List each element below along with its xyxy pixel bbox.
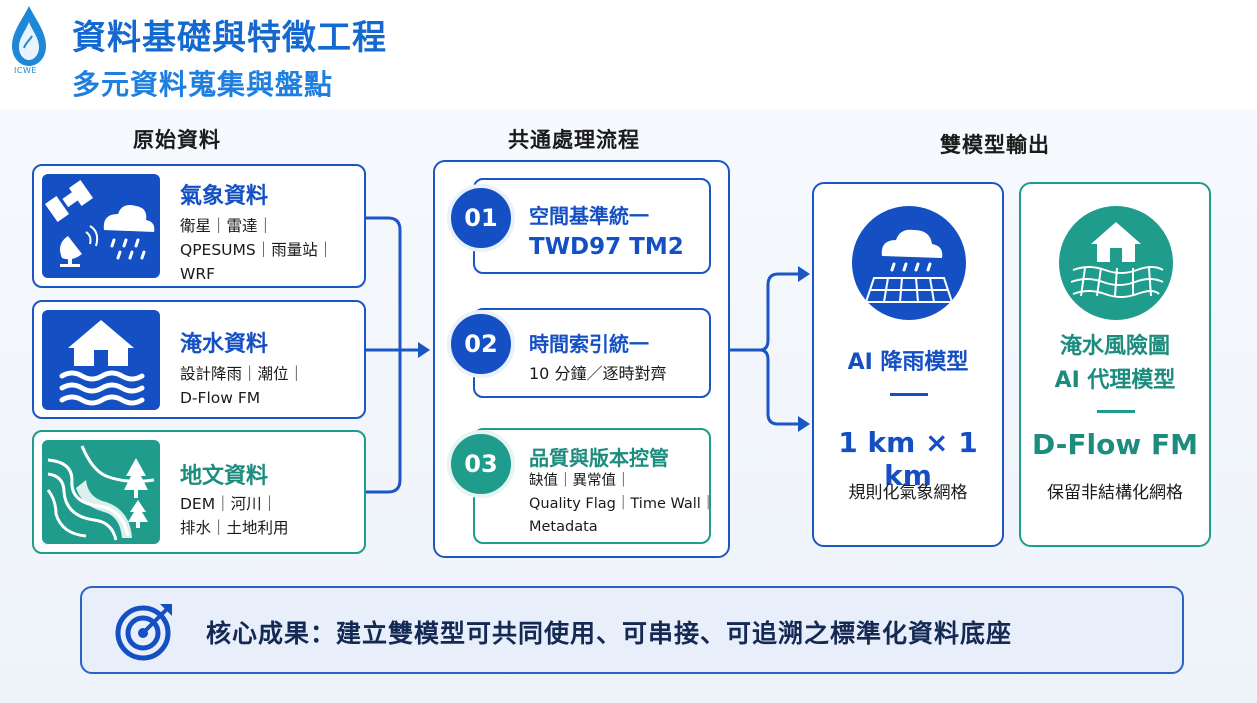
satellite-cloud-icon — [42, 174, 160, 278]
step-title: 空間基準統一 — [529, 204, 649, 228]
source-line: QPESUMS｜雨量站｜ — [180, 241, 334, 259]
output-title: AI 降雨模型 — [847, 350, 969, 375]
step-line: Quality Flag｜Time Wall｜ — [529, 496, 716, 512]
source-description: 設計降雨｜潮位｜ D-Flow FM — [180, 362, 304, 410]
output-resolution: 1 km × 1 km — [838, 426, 978, 492]
source-line: D-Flow FM — [180, 389, 261, 407]
source-description: DEM｜河川｜ 排水｜土地利用 — [180, 492, 289, 540]
output-model: D-Flow FM — [1032, 428, 1198, 461]
step-detail: 10 分鐘／逐時對齊 — [529, 364, 667, 383]
source-line: DEM｜河川｜ — [180, 495, 278, 513]
core-outcome-banner: 核心成果：建立雙模型可共同使用、可串接、可追溯之標準化資料底座 — [80, 586, 1184, 674]
step-number-3: 03 — [447, 430, 515, 498]
target-icon — [115, 604, 172, 661]
source-line: 排水｜土地利用 — [180, 519, 289, 537]
output-title-line: 淹水風險圖 — [1059, 334, 1170, 359]
source-card-weather: 氣象資料 衛星｜雷達｜ QPESUMS｜雨量站｜ WRF — [32, 164, 366, 288]
source-line: 衛星｜雷達｜ — [180, 217, 274, 235]
column-heading-output: 雙模型輸出 — [940, 133, 1050, 157]
step-title: 品質與版本控管 — [529, 446, 669, 470]
step-number-1: 01 — [447, 184, 515, 252]
output-divider — [1097, 410, 1135, 413]
step-number-2: 02 — [447, 310, 515, 378]
source-line: WRF — [180, 265, 216, 283]
logo-text: ICWE — [14, 66, 37, 75]
flood-house-mesh-icon — [1059, 206, 1173, 320]
output-card-flood-surrogate: 淹水風險圖 AI 代理模型 D-Flow FM 保留非結構化網格 — [1019, 182, 1211, 547]
output-description: 規則化氣象網格 — [848, 483, 968, 503]
terrain-river-icon — [42, 440, 160, 544]
output-card-rain-model: AI 降雨模型 1 km × 1 km 規則化氣象網格 — [812, 182, 1004, 547]
output-description: 保留非結構化網格 — [1047, 483, 1183, 503]
source-line: 設計降雨｜潮位｜ — [180, 365, 305, 383]
output-title: 淹水風險圖 AI 代理模型 — [1021, 330, 1209, 398]
step-title: 時間索引統一 — [529, 332, 649, 356]
step-line: Metadata — [529, 519, 598, 535]
flooded-house-icon — [42, 310, 160, 410]
page-title: 資料基礎與特徵工程 — [72, 18, 387, 58]
source-card-flood: 淹水資料 設計降雨｜潮位｜ D-Flow FM — [32, 300, 366, 419]
process-panel: 空間基準統一 TWD97 TM2 01 時間索引統一 10 分鐘／逐時對齊 02… — [433, 160, 730, 558]
icwe-logo — [12, 6, 46, 66]
column-heading-process: 共通處理流程 — [508, 128, 640, 152]
step-line: 缺值｜異常值｜ — [529, 473, 631, 489]
step-detail: 缺值｜異常值｜ Quality Flag｜Time Wall｜ Metadata — [529, 470, 715, 539]
step-detail: TWD97 TM2 — [529, 234, 684, 260]
source-title: 地文資料 — [180, 464, 269, 489]
output-divider — [890, 393, 928, 396]
core-outcome-text: 核心成果：建立雙模型可共同使用、可串接、可追溯之標準化資料底座 — [206, 619, 1013, 648]
output-title-line: AI 代理模型 — [1054, 368, 1176, 393]
page-subtitle: 多元資料蒐集與盤點 — [72, 68, 334, 101]
source-card-terrain: 地文資料 DEM｜河川｜ 排水｜土地利用 — [32, 430, 366, 554]
rain-grid-icon — [852, 206, 966, 320]
source-title: 氣象資料 — [180, 184, 269, 209]
source-title: 淹水資料 — [180, 332, 269, 357]
column-heading-source: 原始資料 — [133, 128, 221, 152]
source-description: 衛星｜雷達｜ QPESUMS｜雨量站｜ WRF — [180, 214, 333, 286]
